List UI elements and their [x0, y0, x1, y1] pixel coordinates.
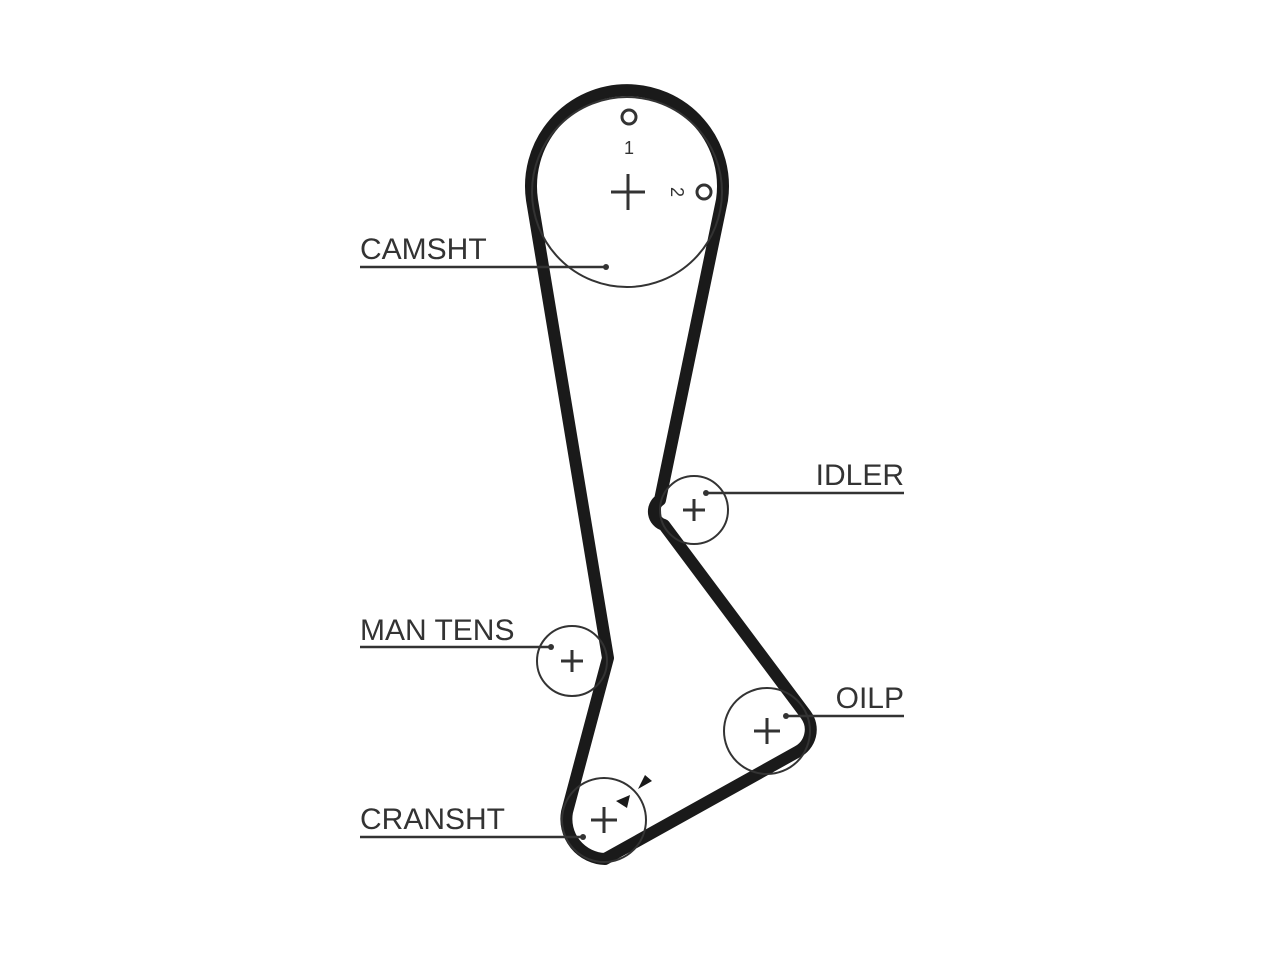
label-idler-text: IDLER — [816, 459, 904, 492]
timing-mark-1-icon — [620, 108, 638, 126]
leader-dot-crankshaft — [580, 834, 586, 840]
label-camshaft-text: CAMSHT — [360, 233, 487, 266]
leader-dot-idler — [703, 490, 709, 496]
timing-mark-1-label: 1 — [624, 138, 634, 158]
label-camshaft: CAMSHT — [360, 233, 609, 270]
leader-dot-manual-tensioner — [548, 644, 554, 650]
timing-mark-2-label: 2 — [667, 187, 687, 197]
label-crankshaft-text: CRANSHT — [360, 803, 505, 836]
rotation-arrow-icon — [638, 775, 652, 789]
crankshaft-pulley — [561, 775, 652, 863]
label-crankshaft: CRANSHT — [360, 803, 586, 840]
label-idler: IDLER — [703, 459, 904, 496]
camshaft-pulley: 1 2 — [531, 96, 723, 288]
timing-belt — [525, 84, 817, 865]
leader-dot-oil-pump — [783, 713, 789, 719]
manual-tensioner-pulley — [536, 625, 608, 697]
label-oil-pump: OILP — [783, 682, 904, 719]
label-oil-pump-text: OILP — [836, 682, 904, 715]
timing-mark-2-icon — [695, 183, 713, 201]
leader-dot-camshaft — [603, 264, 609, 270]
oil-pump-pulley — [723, 687, 811, 775]
label-manual-tensioner: MAN TENS — [360, 614, 554, 650]
label-manual-tensioner-text: MAN TENS — [360, 614, 514, 647]
crank-timing-mark-icon — [616, 795, 630, 808]
idler-pulley — [659, 475, 729, 545]
